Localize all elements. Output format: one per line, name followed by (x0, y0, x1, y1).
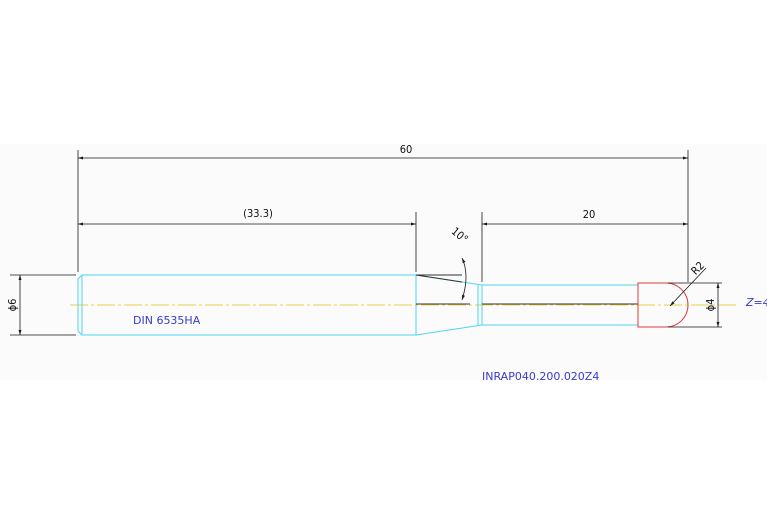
drawing-background-band (0, 144, 767, 380)
dim-taper-angle: 10° (449, 225, 471, 246)
extension-lines (10, 150, 722, 336)
dim-neck-length: 20 (583, 208, 596, 221)
taper-edge-lines (415, 274, 470, 305)
dim-leader-radius (669, 267, 707, 307)
dimension-lines (18, 156, 720, 335)
dim-arc-taper-angle (461, 257, 467, 301)
standard-label: DIN 6535HA (133, 314, 201, 327)
teeth-label: Z=4 (745, 296, 767, 309)
neck (482, 284, 638, 326)
part-number: INRAP040.200.020Z4 (482, 370, 599, 383)
dim-overall-length: 60 (400, 143, 413, 156)
dim-shank-diameter: ϕ6 (6, 299, 19, 312)
dim-shank-length: (33.3) (243, 207, 273, 220)
dim-ball-diameter: ϕ4 (704, 299, 717, 312)
dim-ball-radius: R2 (689, 259, 708, 278)
